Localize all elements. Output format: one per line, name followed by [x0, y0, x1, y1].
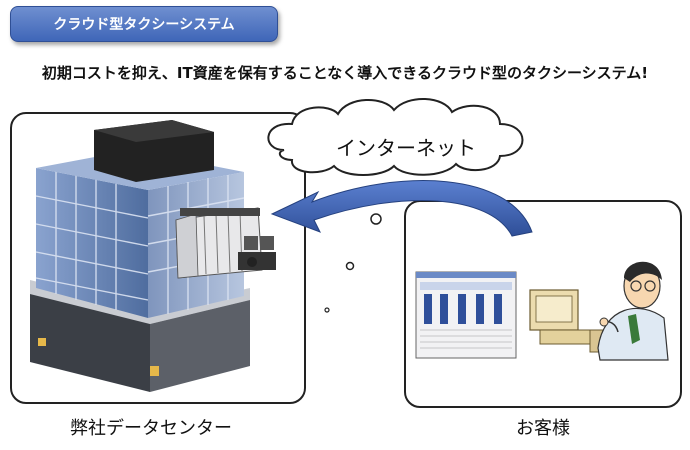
headline: 初期コストを抑え、IT資産を保有することなく導入できるクラウド型のタクシーシステ… [41, 64, 649, 82]
internet-label: インターネット [336, 136, 476, 160]
title-text: クラウド型タクシーシステム [53, 17, 235, 33]
connection-arrow [270, 180, 533, 237]
bubble-small [324, 307, 330, 313]
customer-caption: お客様 [516, 418, 570, 439]
internet-cloud [267, 97, 524, 176]
taxi-system-screen-icon [415, 271, 517, 359]
datacenter-caption: 弊社データセンター [70, 418, 232, 439]
bubble-medium [345, 261, 355, 271]
server-rack-icon [175, 207, 276, 279]
operator-person-icon [529, 261, 669, 361]
operator-desk-icon [238, 236, 276, 270]
title-banner: クラウド型タクシーシステム [10, 6, 278, 42]
bubble-large [370, 213, 382, 225]
